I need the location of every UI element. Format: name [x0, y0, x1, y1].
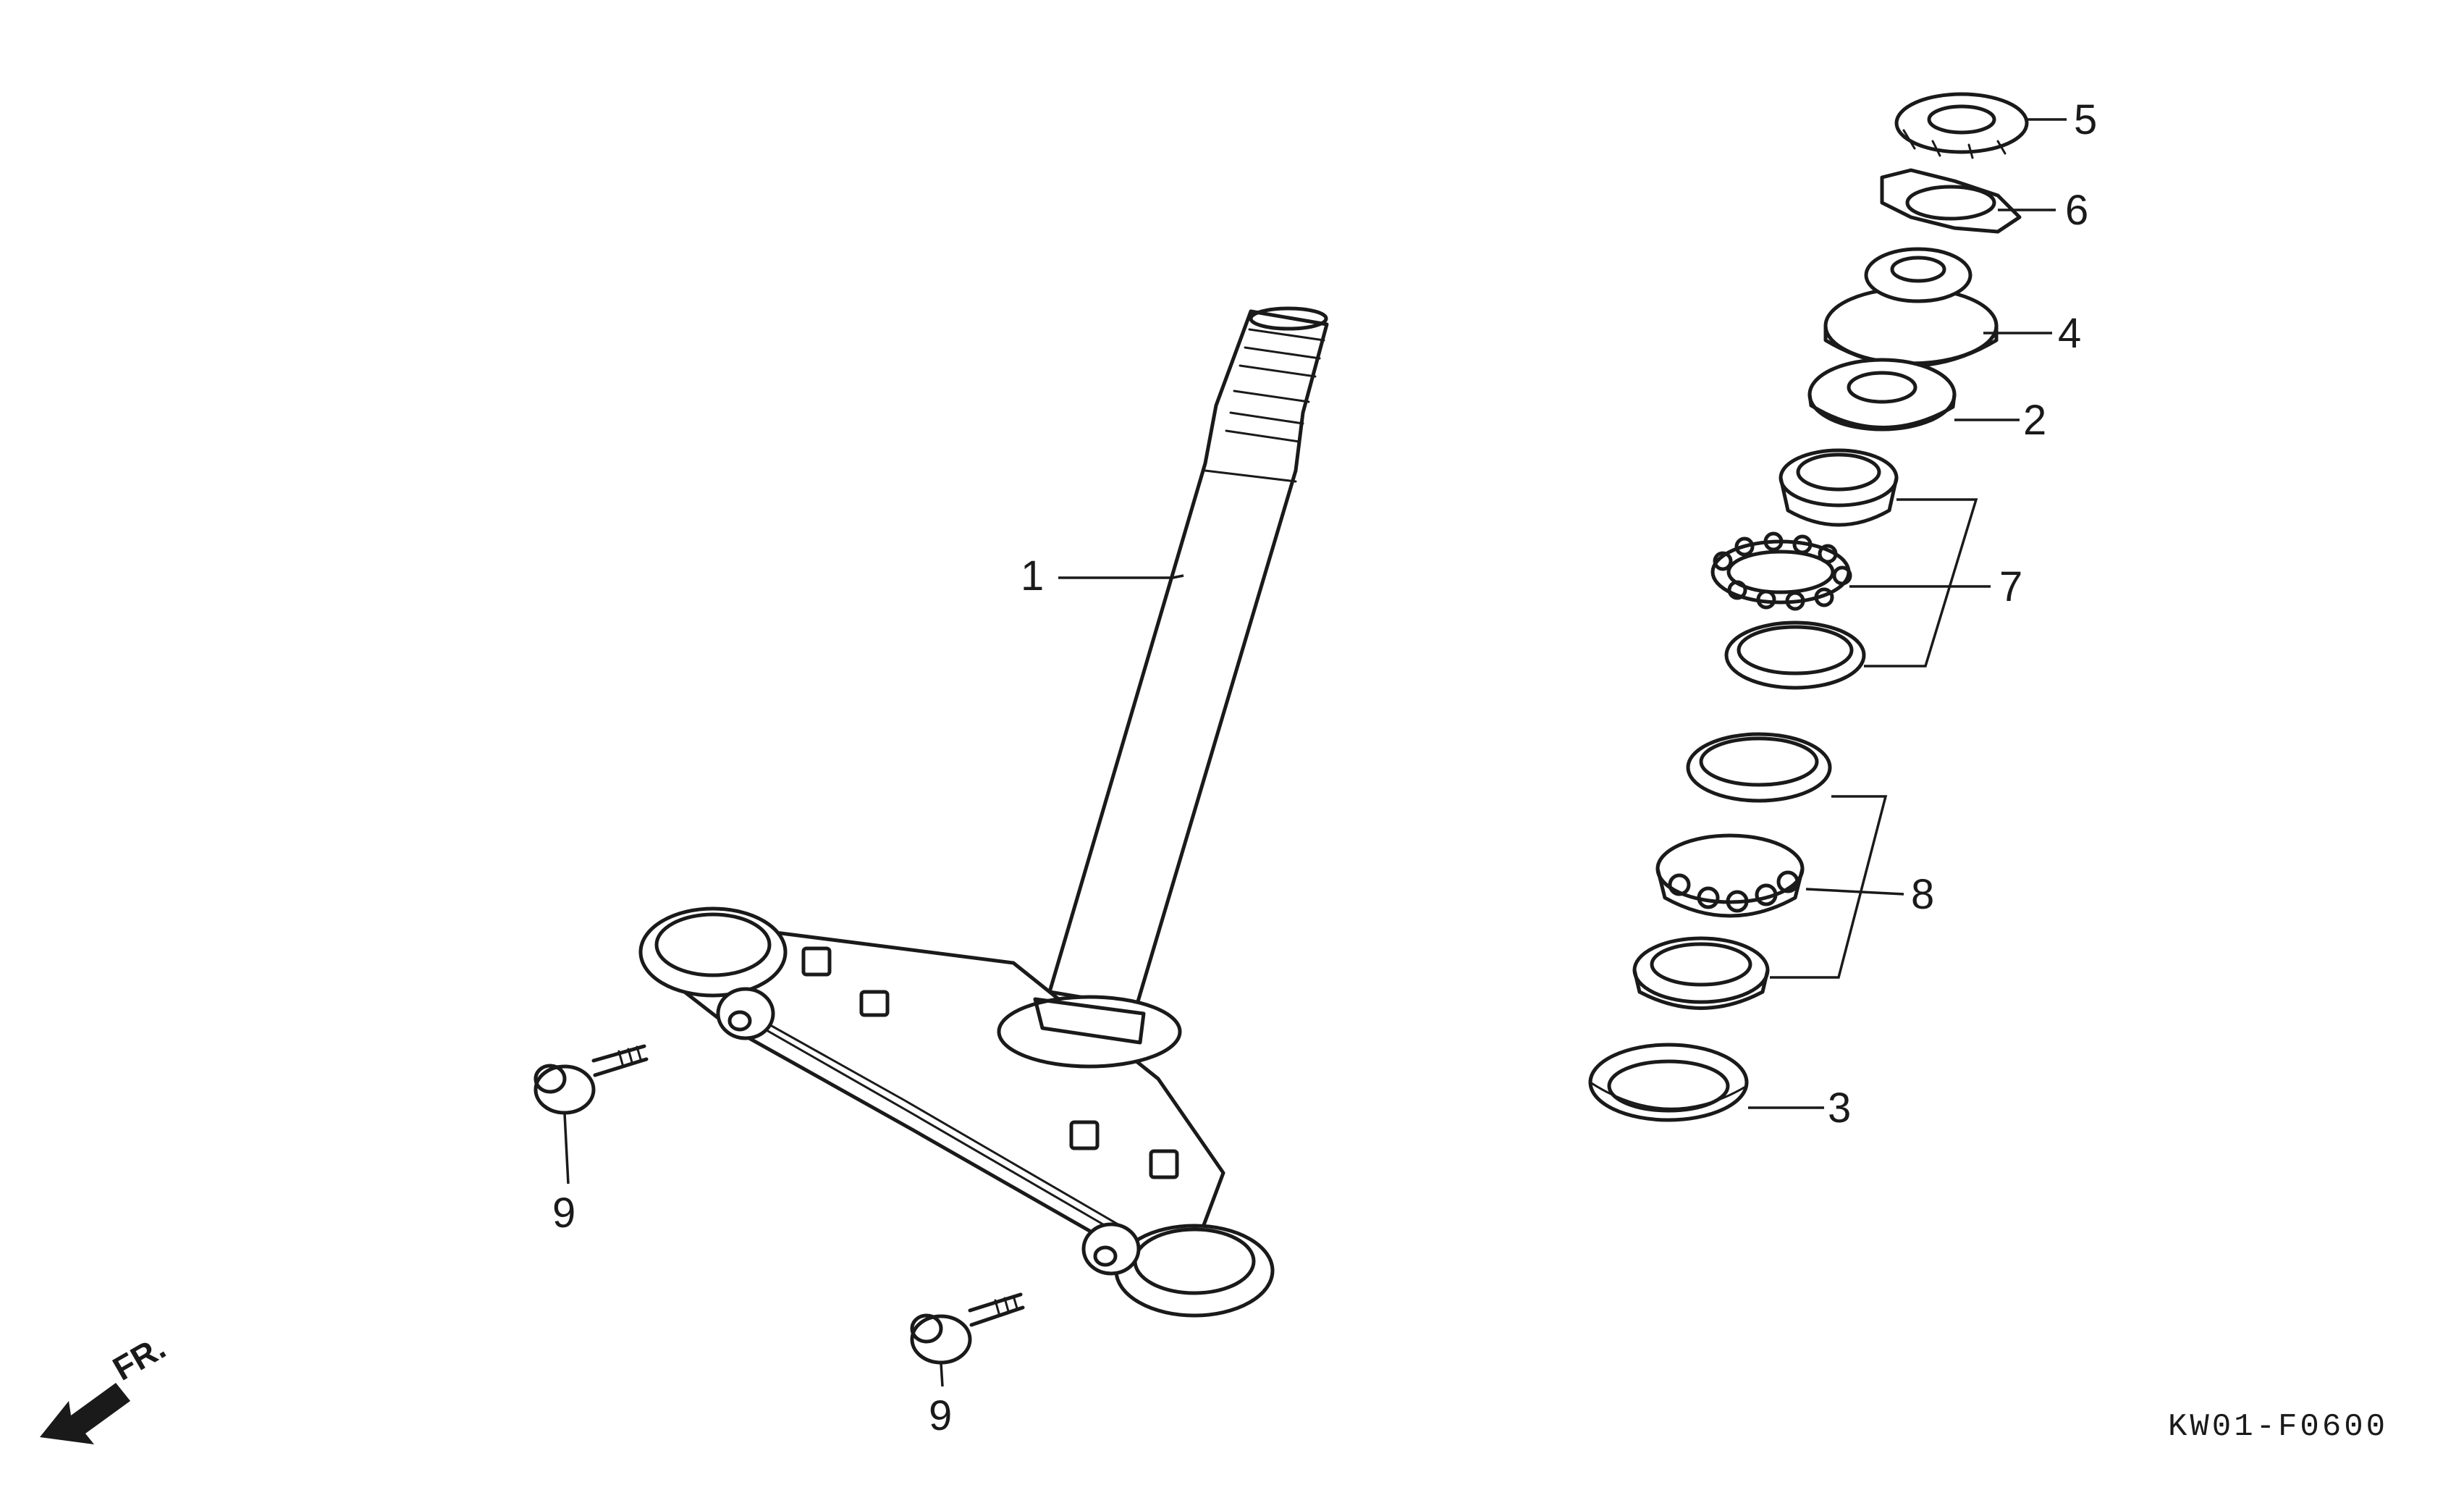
- upper-bearing-set: [1710, 448, 1899, 690]
- leader-lines: [563, 118, 2067, 1387]
- callout-8: 8: [1911, 871, 1934, 918]
- steering-stem: [638, 306, 1329, 1318]
- dust-seal-lower: [1588, 1043, 1749, 1122]
- callout-5: 5: [2074, 96, 2097, 143]
- callout-6: 6: [2065, 187, 2088, 234]
- callout-9: 9: [552, 1190, 575, 1237]
- front-direction-label: FR.: [106, 1329, 172, 1388]
- callout-1: 1: [1021, 552, 1044, 599]
- callout-3: 3: [1828, 1085, 1851, 1132]
- front-direction-arrow-icon: [40, 1383, 130, 1444]
- adjusting-nut: [1823, 247, 1999, 368]
- callout-4: 4: [2058, 310, 2081, 357]
- callout-9: 9: [929, 1392, 952, 1439]
- dust-seal: [1807, 358, 1957, 432]
- lock-washer: [1880, 168, 2022, 234]
- callout-7: 7: [1999, 563, 2022, 610]
- lock-nut: [1894, 92, 2029, 159]
- flange-bolt: [533, 1044, 649, 1115]
- flange-bolt: [910, 1292, 1025, 1365]
- figure-code: KW01-F0600: [2168, 1409, 2388, 1445]
- lower-bearing-set: [1632, 732, 1832, 1010]
- callout-2: 2: [2023, 397, 2046, 444]
